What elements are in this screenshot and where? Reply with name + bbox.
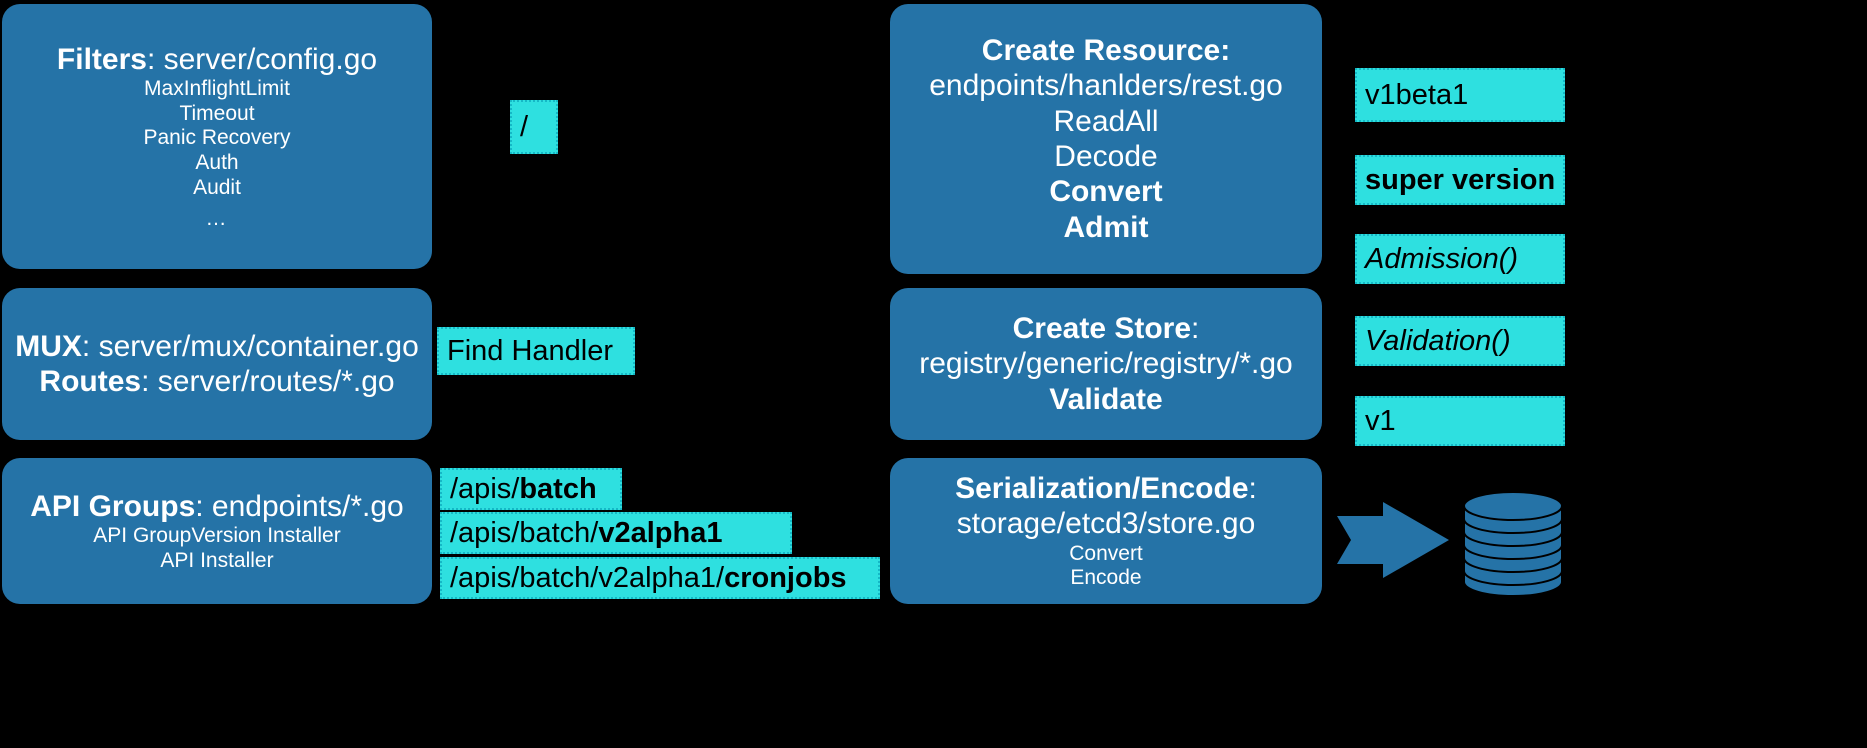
- box-mux-line2-bold: Routes: [39, 365, 142, 398]
- chip-apis-v2alpha1-prefix: /apis/batch/: [450, 516, 599, 549]
- box-serialization-step-1: Encode: [1070, 566, 1142, 590]
- box-create-resource-step-0: ReadAll: [1053, 104, 1159, 138]
- box-create-store-step-0: Validate: [1049, 382, 1163, 416]
- box-create-resource-path: endpoints/hanlders/rest.go: [929, 69, 1283, 103]
- box-filters-title-rest: : server/config.go: [146, 42, 378, 76]
- box-serialization-path: storage/etcd3/store.go: [956, 507, 1256, 541]
- chip-apis-cronjobs-bold: cronjobs: [724, 561, 847, 594]
- box-api-groups-title: API Groups: endpoints/*.go: [30, 489, 404, 524]
- box-create-store-title: Create Store:: [1013, 311, 1200, 346]
- chip-find-handler-label: Find Handler: [447, 334, 614, 367]
- box-serialization-title: Serialization/Encode:: [955, 471, 1257, 506]
- box-serialization-title-rest: :: [1248, 471, 1257, 505]
- chip-v1beta1-label: v1beta1: [1365, 78, 1469, 111]
- box-mux-line1-bold: MUX: [15, 329, 82, 363]
- chip-root-path-label: /: [520, 110, 529, 143]
- chip-apis-batch-prefix: /apis/: [450, 472, 520, 505]
- box-filters-title-bold: Filters: [56, 42, 147, 76]
- box-create-store-title-bold: Create Store: [1012, 311, 1192, 345]
- chip-apis-batch-bold: batch: [519, 472, 597, 505]
- box-create-store-path: registry/generic/registry/*.go: [919, 347, 1293, 381]
- box-create-store[interactable]: Create Store: registry/generic/registry/…: [890, 288, 1322, 440]
- box-api-groups-title-rest: : endpoints/*.go: [195, 489, 404, 523]
- box-filters-item-2: Panic Recovery: [143, 126, 291, 150]
- chip-validation-fn[interactable]: Validation(): [1355, 316, 1565, 366]
- box-mux-line2-rest: : server/routes/*.go: [141, 365, 395, 398]
- box-create-resource-step-2: Convert: [1049, 175, 1163, 209]
- chip-v1-label: v1: [1365, 404, 1396, 437]
- box-serialization-step-0: Convert: [1069, 541, 1143, 565]
- chip-apis-batch[interactable]: /apis/batch: [440, 468, 622, 510]
- box-create-resource[interactable]: Create Resource: endpoints/hanlders/rest…: [890, 4, 1322, 274]
- chip-apis-batch-v2alpha1-cronjobs[interactable]: /apis/batch/v2alpha1/cronjobs: [440, 557, 880, 599]
- box-create-resource-step-3: Admit: [1063, 210, 1149, 244]
- box-filters[interactable]: Filters: server/config.go MaxInflightLim…: [2, 4, 432, 269]
- chip-apis-cronjobs-prefix: /apis/batch/v2alpha1/: [450, 561, 725, 594]
- box-mux-line1-rest: : server/mux/container.go: [81, 329, 419, 363]
- box-create-store-title-rest: :: [1191, 311, 1200, 345]
- right-chevron-arrow-icon: [1337, 502, 1449, 578]
- chip-admission-fn[interactable]: Admission(): [1355, 234, 1565, 284]
- box-filters-ellipsis: …: [205, 206, 229, 230]
- chip-root-path[interactable]: /: [510, 100, 558, 154]
- chip-version-v1[interactable]: v1: [1355, 396, 1565, 446]
- box-mux-line1: MUX: server/mux/container.go: [15, 329, 419, 364]
- chip-find-handler[interactable]: Find Handler: [437, 327, 635, 375]
- chip-apis-batch-v2alpha1[interactable]: /apis/batch/v2alpha1: [440, 512, 792, 554]
- box-create-resource-step-1: Decode: [1054, 140, 1158, 173]
- chip-super-version[interactable]: super version: [1355, 155, 1565, 205]
- box-mux[interactable]: MUX: server/mux/container.go Routes: ser…: [2, 288, 432, 440]
- box-filters-item-1: Timeout: [179, 101, 255, 125]
- box-create-resource-title: Create Resource:: [981, 33, 1231, 67]
- box-api-groups-item-0: API GroupVersion Installer: [93, 523, 341, 547]
- box-api-groups-item-1: API Installer: [160, 548, 274, 572]
- box-filters-item-0: MaxInflightLimit: [144, 76, 290, 100]
- chip-validation-label: Validation(): [1365, 324, 1511, 357]
- database-cylinder-icon: [1463, 492, 1563, 596]
- box-api-groups[interactable]: API Groups: endpoints/*.go API GroupVers…: [2, 458, 432, 604]
- box-filters-item-3: Auth: [195, 151, 239, 175]
- chip-apis-v2alpha1-bold: v2alpha1: [598, 516, 723, 549]
- box-serialization-title-bold: Serialization/Encode: [955, 471, 1249, 505]
- box-filters-title: Filters: server/config.go: [57, 42, 377, 77]
- box-api-groups-title-bold: API Groups: [30, 489, 196, 523]
- chip-super-version-label: super version: [1365, 163, 1556, 196]
- box-serialization-encode[interactable]: Serialization/Encode: storage/etcd3/stor…: [890, 458, 1322, 604]
- box-mux-line2: Routes: server/routes/*.go: [39, 364, 394, 399]
- chip-version-v1beta1[interactable]: v1beta1: [1355, 68, 1565, 122]
- chip-admission-label: Admission(): [1365, 242, 1519, 275]
- box-filters-item-4: Audit: [193, 175, 241, 199]
